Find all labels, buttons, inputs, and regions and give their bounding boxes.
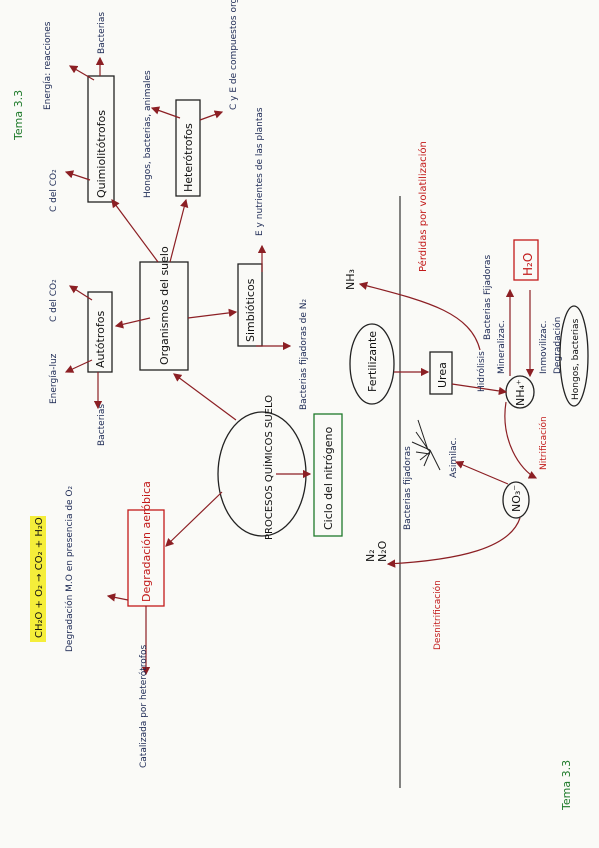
hongos-bacterias: Hongos, bacterias — [571, 318, 581, 400]
heterotrofos-box — [175, 99, 201, 197]
organismos-box — [139, 261, 189, 371]
bacterias-fijadoras-root: Bacterias fijadoras — [403, 446, 413, 530]
arrow-equation — [106, 593, 129, 602]
energia-luz: Energía-luz — [49, 353, 59, 404]
arrow-energia-luz — [64, 359, 93, 373]
ciclo-label: Ciclo del nitrógeno — [322, 427, 335, 530]
simbioticos-box — [237, 263, 263, 347]
h2o-label: H₂O — [521, 253, 535, 276]
n2-label: N₂ — [364, 549, 377, 562]
degradacion-label: Degradación aeróbica — [140, 481, 153, 602]
arrow-urea-nh4 — [451, 383, 508, 396]
arrow-to-organismos — [173, 373, 237, 421]
quimiolitotrofos-box — [87, 75, 115, 203]
heterotrofos-label: Heterótrofos — [182, 123, 195, 192]
fertilizante-label: Fertilizante — [366, 331, 379, 392]
cye-compuestos: C y E de compuestos orgánicos — [229, 0, 239, 110]
bacterias-fijadoras-n2: Bacterias fijadoras de N₂ — [299, 299, 309, 410]
arrow-hongos — [150, 106, 181, 119]
bacterias-b: Bacterias — [97, 12, 107, 54]
arrow-to-quimio — [111, 199, 159, 263]
arrow-c-co2-a — [68, 285, 93, 301]
organismos-label: Organismos del suelo — [158, 246, 171, 365]
arrow-to-degradacion — [165, 491, 223, 547]
energia-reacciones: Energía: reacciones — [43, 21, 53, 110]
arrow-energia-reacciones — [68, 65, 95, 81]
n2o-label: N₂O — [376, 540, 389, 562]
tema-label-bottom: Tema 3.3 — [560, 760, 573, 811]
simbioticos-label: Simbióticos — [244, 278, 257, 342]
inmoviliza: Inmovilizac. — [539, 320, 549, 374]
hongos-bacterias-animales: Hongos, bacterias, animales — [143, 70, 153, 198]
no3-circle — [502, 481, 530, 519]
perdidas-label: Pérdidas por volatilización — [417, 141, 429, 272]
nh4-label: NH₄⁺ — [514, 379, 527, 406]
quimiolitotrofos-label: Quimiolitótrofos — [95, 110, 108, 198]
urea-label: Urea — [436, 362, 449, 388]
mineralizac: Mineralizac. — [497, 320, 507, 374]
roots-drawing — [411, 419, 441, 471]
autotrofos-box — [87, 291, 113, 373]
nh3-label: NH₃ — [344, 269, 357, 290]
bacterias-a: Bacterias — [97, 404, 107, 446]
urea-box — [429, 351, 453, 395]
c-del-co2-b: C del CO₂ — [49, 169, 59, 212]
no3-label: NO₃⁻ — [510, 485, 523, 512]
autotrofos-label: Autótrofos — [94, 311, 107, 368]
equation-highlight — [30, 516, 46, 642]
eyn-plantas: E y nutrientes de las plantas — [255, 107, 265, 236]
arrow-c-co2-b — [64, 170, 91, 181]
ciclo-box — [313, 413, 343, 537]
c-del-co2-a: C del CO₂ — [49, 279, 59, 322]
arrow-desnitrificacion — [386, 517, 521, 568]
hongos-oval — [559, 305, 589, 407]
arrow-to-simbio — [187, 308, 238, 319]
arrow-nitrificacion — [504, 401, 538, 479]
nitrificacion: Nitrificación — [538, 416, 549, 470]
fertilizante-oval — [349, 323, 395, 405]
hidrolisis: Hidrólisis — [476, 351, 487, 392]
degradacion-n: Degradación — [552, 317, 563, 374]
asimilac: Asimilac. — [449, 438, 459, 478]
arrow-to-nh3 — [358, 281, 481, 351]
catalizada-label: Catalizada por heterótrofos — [138, 645, 149, 768]
arrow-asimilac — [454, 460, 509, 485]
equation: CH₂O + O₂ → CO₂ + H₂O — [34, 517, 45, 638]
procesos-label: PROCESOS QUÍMICOS SUELO — [262, 395, 275, 540]
tema-label-top: Tema 3.3 — [12, 90, 25, 141]
h2o-box — [513, 239, 539, 281]
arrow-to-hetero — [169, 198, 189, 263]
degradacion-note: Degradación M.O en presencia de O₂ — [64, 485, 75, 652]
arrow-to-autotrofos — [114, 317, 151, 329]
desnitrificacion: Desnitrificación — [432, 580, 443, 650]
bacterias-fijadoras-nh: Bacterias Fijadoras — [483, 255, 493, 340]
arrow-cye — [199, 110, 224, 121]
